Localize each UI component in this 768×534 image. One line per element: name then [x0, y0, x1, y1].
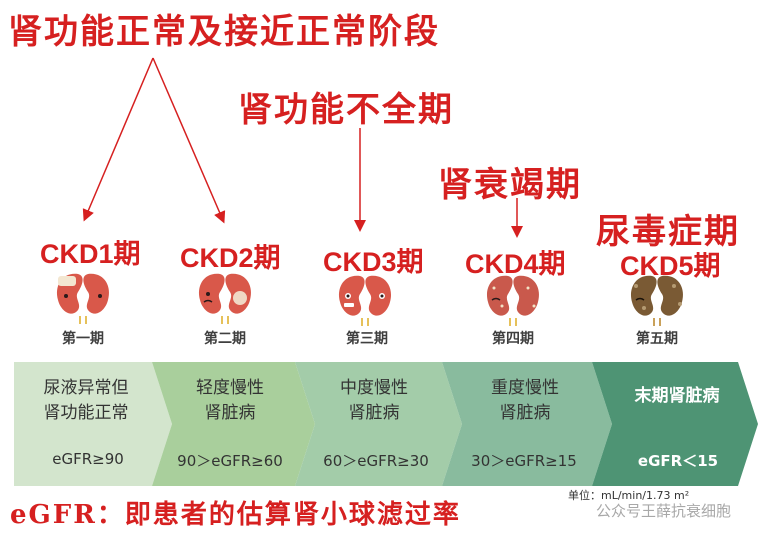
stage1-name: 第一期	[62, 331, 104, 347]
stage3-description: 中度慢性肾脏病	[340, 378, 408, 423]
chevron-stage3	[295, 362, 462, 486]
kidney-stage5-icon	[630, 275, 684, 326]
ckd5-label: CKD5期	[620, 251, 721, 281]
stage4-egfr: 30＞eGFR≥15	[471, 452, 577, 470]
arrow-to-ckd1	[82, 57, 154, 222]
stage2-description: 轻度慢性肾脏病	[196, 378, 264, 423]
stage2-name: 第二期	[204, 331, 246, 347]
chevron-stage2	[152, 362, 315, 486]
insufficiency-stage-label: 肾功能不全期	[238, 90, 454, 130]
failure-stage-label: 肾衰竭期	[438, 165, 582, 205]
stage4-description: 重度慢性肾脏病	[491, 378, 559, 423]
chevron-stage1	[14, 362, 172, 486]
uremia-stage-label: 尿毒症期	[596, 212, 740, 252]
unit-note: 单位：mL/min/1.73 m²	[568, 489, 690, 502]
chevron-stage5	[592, 362, 758, 486]
egfr-definition: eGFR：即患者的估算肾小球滤过率	[10, 500, 461, 530]
watermark-text: 公众号王薛抗衰细胞	[596, 502, 732, 520]
arrow-to-ckd2	[152, 57, 226, 224]
stage3-name: 第三期	[346, 331, 388, 347]
ckd3-label: CKD3期	[323, 247, 424, 277]
stage5-egfr: eGFR＜15	[637, 452, 719, 470]
stage-chevron-bar	[14, 362, 758, 486]
stage3-egfr: 60＞eGFR≥30	[323, 452, 429, 470]
chevron-stage4	[442, 362, 612, 486]
kidney-stage1-icon	[56, 273, 110, 324]
stage1-description: 尿液异常但肾功能正常	[43, 378, 129, 423]
kidney-stage2-icon	[198, 273, 252, 324]
stage1-egfr: eGFR≥90	[52, 450, 124, 468]
kidney-stage3-icon	[338, 275, 392, 326]
stage4-name: 第四期	[492, 331, 534, 347]
stage5-description: 末期肾脏病	[634, 386, 720, 406]
stage5-name: 第五期	[636, 331, 678, 347]
kidney-stage4-icon	[486, 275, 540, 326]
top-stage-label: 肾功能正常及接近正常阶段	[8, 12, 440, 52]
stage2-egfr: 90＞eGFR≥60	[177, 452, 283, 470]
ckd1-label: CKD1期	[40, 239, 141, 269]
ckd2-label: CKD2期	[180, 243, 281, 273]
ckd4-label: CKD4期	[465, 249, 566, 279]
